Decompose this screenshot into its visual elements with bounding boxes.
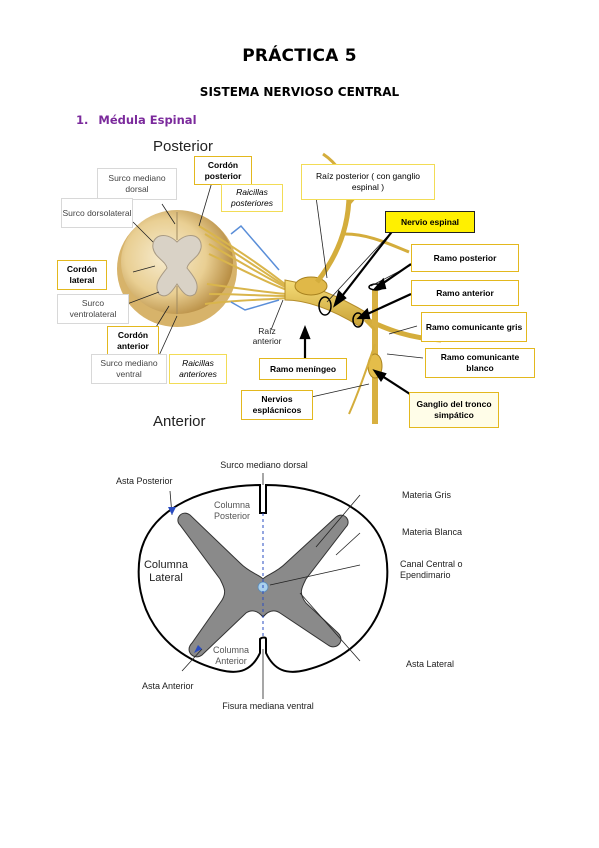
anterior-label: Anterior bbox=[153, 413, 206, 430]
nervio-espinal-label: Nervio espinal bbox=[385, 211, 475, 233]
nervios-esplacnicos-label: Nervios esplácnicos bbox=[241, 390, 313, 420]
asta-anterior-label: Asta Anterior bbox=[142, 681, 194, 691]
ramo-comunicante-blanco-label: Ramo comunicante blanco bbox=[425, 348, 535, 378]
ramo-anterior-label: Ramo anterior bbox=[411, 280, 519, 306]
raicillas-anteriores-label: Raicillas anteriores bbox=[169, 354, 227, 384]
posterior-label: Posterior bbox=[153, 138, 214, 155]
columna-anterior-label: Columna Anterior bbox=[212, 645, 250, 666]
columna-posterior-label: Columna Posterior bbox=[213, 500, 251, 521]
page-subtitle: SISTEMA NERVIOSO CENTRAL bbox=[199, 85, 400, 99]
spinal-cord-3d-figure: Posterior Anterior Surco mediano dorsal … bbox=[49, 134, 553, 432]
materia-gris-label: Materia Gris bbox=[402, 490, 452, 500]
surco-ventrolateral-label: Surco ventrolateral bbox=[57, 294, 129, 324]
cross-section-illustration bbox=[137, 473, 389, 699]
raiz-posterior-label: Raíz posterior ( con ganglio espinal ) bbox=[301, 164, 435, 200]
surco-mediano-dorsal-label-2: Surco mediano dorsal bbox=[220, 460, 308, 470]
surco-dorsolateral-label: Surco dorsolateral bbox=[61, 198, 133, 228]
ramo-comunicante-gris-label: Ramo comunicante gris bbox=[421, 312, 527, 342]
section-number: 1. bbox=[76, 113, 89, 127]
section-heading: 1. Médula Espinal bbox=[76, 113, 197, 127]
surco-mediano-dorsal-label: Surco mediano dorsal bbox=[97, 168, 177, 200]
ramo-posterior-label: Ramo posterior bbox=[411, 244, 519, 272]
asta-lateral-label: Asta Lateral bbox=[406, 659, 455, 669]
asta-posterior-label: Asta Posterior bbox=[116, 476, 173, 486]
materia-blanca-label: Materia Blanca bbox=[402, 527, 463, 537]
ganglio-tronco-label: Ganglio del tronco simpático bbox=[409, 392, 499, 428]
fisura-mediana-ventral-label: Fisura mediana ventral bbox=[222, 701, 314, 711]
canal-central-label: Canal Central o Ependimario bbox=[400, 559, 463, 580]
spinal-cord-cross-section-figure: Surco mediano dorsal Asta Posterior Colu… bbox=[110, 455, 490, 715]
ramo-meningeo-label: Ramo meníngeo bbox=[259, 358, 347, 380]
surco-mediano-ventral-label: Surco mediano ventral bbox=[91, 354, 167, 384]
cordon-anterior-label: Cordón anterior bbox=[107, 326, 159, 355]
spinal-cord-3d-illustration bbox=[117, 152, 442, 424]
raicillas-posteriores-label: Raicillas posteriores bbox=[221, 184, 283, 212]
cordon-lateral-label: Cordón lateral bbox=[57, 260, 107, 290]
section-title: Médula Espinal bbox=[98, 113, 197, 127]
page-title: PRÁCTICA 5 bbox=[242, 46, 357, 66]
cordon-posterior-label: Cordón posterior bbox=[194, 156, 252, 185]
columna-lateral-label: Columna Lateral bbox=[143, 559, 189, 584]
raiz-anterior-label: Raíz anterior bbox=[252, 326, 282, 346]
